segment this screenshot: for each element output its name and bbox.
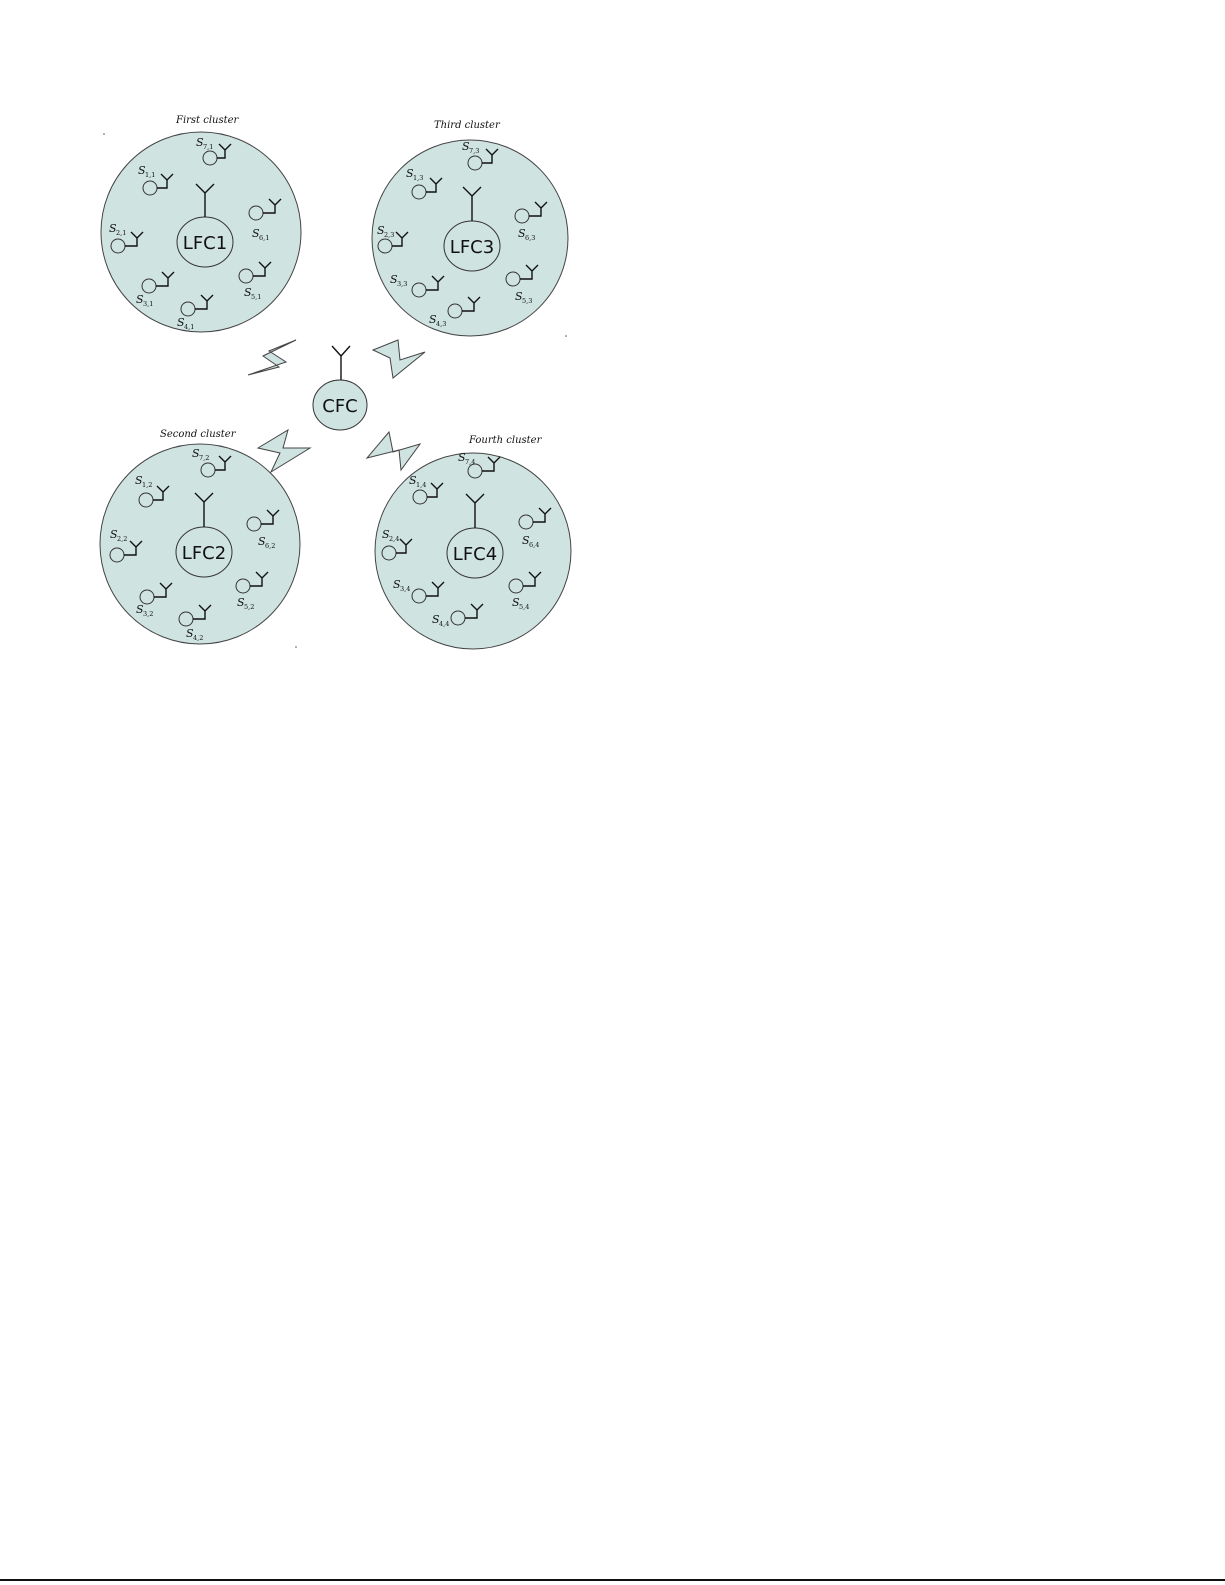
svg-text:6,1: 6,1 — [259, 234, 269, 242]
svg-text:4,4: 4,4 — [439, 620, 449, 628]
svg-text:1,4: 1,4 — [416, 481, 426, 489]
cluster-3: Third cluster LFC3 S 7,3 S 1,3 S 6,3 — [372, 120, 568, 336]
svg-text:3,3: 3,3 — [397, 280, 407, 288]
svg-text:6,4: 6,4 — [529, 541, 539, 549]
scan-dot — [295, 646, 297, 648]
svg-text:1,3: 1,3 — [413, 174, 423, 182]
central-controller: CFC — [313, 346, 367, 430]
svg-text:4,3: 4,3 — [436, 320, 446, 328]
svg-text:3,2: 3,2 — [143, 610, 153, 618]
svg-text:5,4: 5,4 — [519, 603, 529, 611]
cluster-caption: Third cluster — [434, 120, 501, 131]
svg-text:5,1: 5,1 — [251, 293, 261, 301]
cluster-caption: First cluster — [175, 115, 240, 126]
svg-text:2,4: 2,4 — [389, 535, 399, 543]
svg-text:7,2: 7,2 — [199, 454, 209, 462]
svg-text:5,3: 5,3 — [522, 297, 532, 305]
svg-text:1,1: 1,1 — [145, 171, 155, 179]
svg-text:3,4: 3,4 — [400, 585, 410, 593]
controller-label: LFC4 — [453, 544, 497, 565]
wireless-link-icon — [373, 340, 425, 378]
scan-dot — [103, 133, 105, 135]
svg-text:7,1: 7,1 — [203, 143, 213, 151]
controller-label: LFC2 — [182, 543, 226, 564]
wireless-link-icon — [258, 430, 310, 472]
wireless-link-icon — [367, 432, 420, 470]
svg-text:3,1: 3,1 — [143, 300, 153, 308]
svg-text:7,3: 7,3 — [469, 147, 479, 155]
scan-dot — [565, 335, 567, 337]
cfc-label: CFC — [322, 396, 358, 417]
svg-text:2,2: 2,2 — [117, 535, 127, 543]
cluster-caption: Second cluster — [160, 429, 237, 440]
svg-text:2,1: 2,1 — [116, 229, 126, 237]
antenna-icon — [332, 346, 350, 382]
svg-text:7,4: 7,4 — [465, 458, 475, 466]
controller-label: LFC1 — [183, 233, 227, 254]
page-bottom-rule — [0, 1579, 1225, 1581]
cluster-caption: Fourth cluster — [468, 435, 543, 446]
svg-text:4,1: 4,1 — [184, 323, 194, 331]
svg-text:6,3: 6,3 — [525, 234, 535, 242]
svg-text:6,2: 6,2 — [265, 542, 275, 550]
cluster-1: First cluster LFC1 S 7,1 S 1,1 S 6,1 — [101, 115, 301, 332]
wireless-link-icon — [248, 340, 296, 375]
svg-text:2,3: 2,3 — [384, 231, 394, 239]
svg-text:4,2: 4,2 — [193, 634, 203, 642]
cluster-2: Second cluster LFC2 S 7,2 S 1,2 S 6,2 — [100, 429, 300, 644]
controller-label: LFC3 — [450, 237, 494, 258]
cluster-4: Fourth cluster LFC4 S 7,4 S 1,4 S 6,4 — [375, 435, 571, 649]
svg-text:1,2: 1,2 — [142, 481, 152, 489]
svg-text:5,2: 5,2 — [244, 603, 254, 611]
